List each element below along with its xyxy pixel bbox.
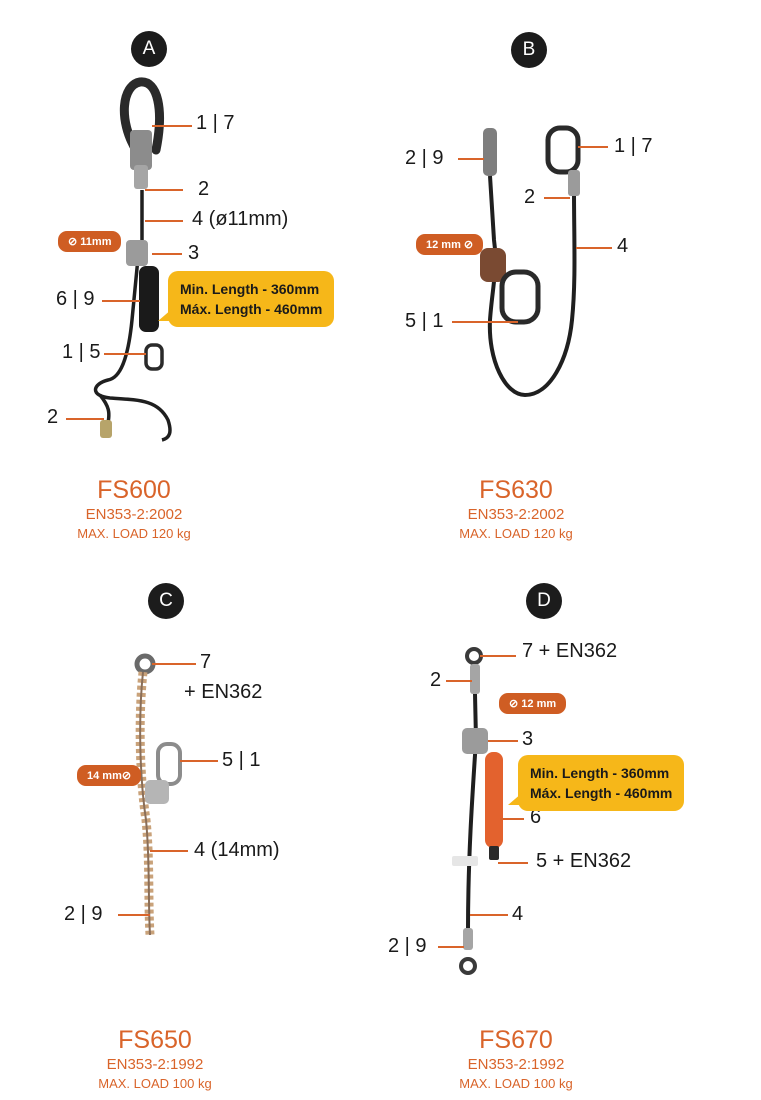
model-name: FS600 xyxy=(97,476,171,504)
callout-c-5-1: 5 | 1 xyxy=(222,749,261,771)
badge-a: A xyxy=(131,31,167,67)
callout-a-4: 4 (ø11mm) xyxy=(192,208,289,230)
callout-a-2-end: 2 xyxy=(47,406,59,428)
diameter-tag-d: ⊘ 12 mm xyxy=(499,693,567,714)
max-load: MAX. LOAD 100 kg xyxy=(459,1076,573,1091)
callout-d-2: 2 xyxy=(430,669,442,691)
no-symbol-icon: ⊘ xyxy=(460,239,474,251)
no-symbol-icon: ⊘ xyxy=(68,236,81,248)
callout-b-5-1: 5 | 1 xyxy=(405,310,444,332)
callout-b-2: 2 xyxy=(524,186,536,208)
length-box-a: Min. Length - 360mm Máx. Length - 460mm xyxy=(158,271,335,327)
model-block-b: FS630 EN353-2:2002 MAX. LOAD 120 kg xyxy=(406,475,626,543)
standard: EN353-2:1992 xyxy=(467,1056,565,1073)
diameter-tag-b: 12 mm ⊘ xyxy=(416,234,484,255)
callout-b-4: 4 xyxy=(617,235,629,257)
callout-d-2-9: 2 | 9 xyxy=(388,935,427,957)
callout-d-6: 6 xyxy=(530,806,542,828)
callout-c-4: 4 (14mm) xyxy=(194,839,280,861)
standard: EN353-2:1992 xyxy=(106,1056,204,1073)
badge-d: D xyxy=(526,583,562,619)
callout-c-2-9: 2 | 9 xyxy=(64,903,103,925)
standard: EN353-2:2002 xyxy=(85,506,183,523)
callout-d-4: 4 xyxy=(512,903,524,925)
model-name: FS670 xyxy=(479,1026,553,1054)
model-name: FS650 xyxy=(118,1026,192,1054)
callout-a-1-7: 1 | 7 xyxy=(196,112,235,134)
callout-a-2: 2 xyxy=(198,178,210,200)
callout-a-6-9: 6 | 9 xyxy=(56,288,95,310)
callout-a-3: 3 xyxy=(188,242,200,264)
callout-b-2-9: 2 | 9 xyxy=(405,147,444,169)
diameter-tag-a: ⊘ 11mm xyxy=(58,231,122,252)
max-load: MAX. LOAD 100 kg xyxy=(98,1076,212,1091)
model-block-a: FS600 EN353-2:2002 MAX. LOAD 120 kg xyxy=(24,475,244,543)
no-symbol-icon: ⊘ xyxy=(509,698,522,710)
max-load: MAX. LOAD 120 kg xyxy=(459,526,573,541)
model-name: FS630 xyxy=(479,476,553,504)
badge-c: C xyxy=(148,583,184,619)
callout-c-7: 7 xyxy=(200,651,212,673)
length-box-d: Min. Length - 360mm Máx. Length - 460mm xyxy=(508,755,685,811)
callout-b-1-7: 1 | 7 xyxy=(614,135,653,157)
standard: EN353-2:2002 xyxy=(467,506,565,523)
no-symbol-icon: ⊘ xyxy=(121,770,132,782)
callout-d-5-en362: 5 + EN362 xyxy=(536,850,632,872)
callout-d-7-en362: 7 + EN362 xyxy=(522,640,618,662)
callout-c-en362: + EN362 xyxy=(184,681,263,703)
model-block-d: FS670 EN353-2:1992 MAX. LOAD 100 kg xyxy=(406,1025,626,1093)
max-load: MAX. LOAD 120 kg xyxy=(77,526,191,541)
callout-d-3: 3 xyxy=(522,728,534,750)
callout-a-1-5: 1 | 5 xyxy=(62,341,101,363)
diameter-tag-c: 14 mm⊘ xyxy=(77,765,142,786)
badge-b: B xyxy=(511,32,547,68)
model-block-c: FS650 EN353-2:1992 MAX. LOAD 100 kg xyxy=(45,1025,265,1093)
